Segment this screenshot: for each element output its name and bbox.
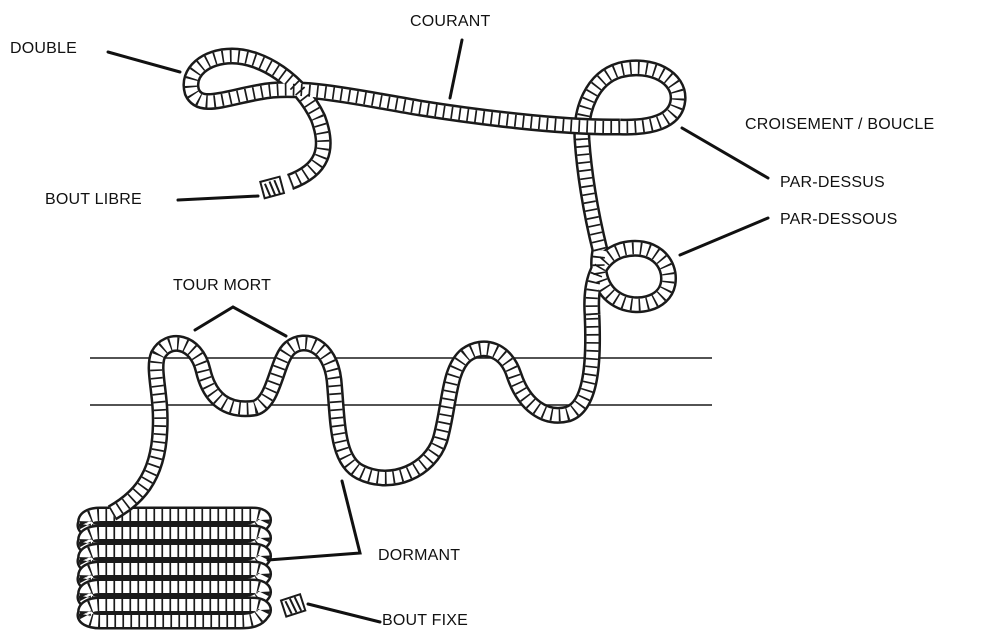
spar (90, 358, 712, 405)
coil-turn (85, 605, 264, 621)
label-croisement-boucle: CROISEMENT / BOUCLE (745, 116, 934, 134)
leader-par-dessous (680, 218, 768, 255)
label-bout-libre: BOUT LIBRE (45, 191, 142, 209)
leader-courant (450, 40, 462, 98)
courant-and-double (191, 56, 620, 182)
label-tour-mort: TOUR MORT (173, 277, 271, 295)
label-par-dessous: PAR-DESSOUS (780, 211, 897, 229)
label-bout-fixe: BOUT FIXE (382, 612, 468, 630)
rope-coil (85, 515, 264, 621)
leader-tour-mort (195, 307, 286, 336)
loop-par-dessous (592, 248, 669, 315)
leader-dormant (268, 481, 360, 560)
leader-bout-libre (178, 196, 258, 200)
standing-part (112, 315, 593, 513)
leader-par-dessus (682, 128, 768, 178)
label-par-dessus: PAR-DESSUS (780, 174, 885, 192)
label-courant: COURANT (410, 13, 491, 31)
label-dormant: DORMANT (378, 547, 460, 565)
bout-fixe-whipping (281, 594, 305, 616)
leader-double (108, 52, 180, 72)
vertical-run (582, 140, 600, 250)
label-double: DOUBLE (10, 40, 77, 58)
leader-bout-fixe (308, 604, 380, 622)
bout-libre-whipping (260, 177, 284, 199)
